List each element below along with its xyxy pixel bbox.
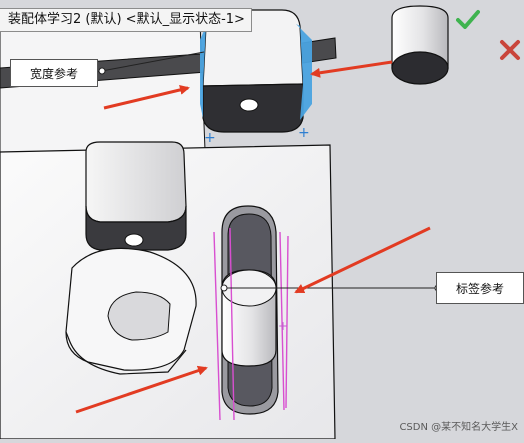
width-reference-callout[interactable]: 宽度参考 xyxy=(10,59,98,87)
svg-text:+: + xyxy=(278,319,288,333)
svg-text:+: + xyxy=(298,125,310,141)
slot-feature[interactable]: + xyxy=(213,205,289,421)
annotation-arrows xyxy=(75,60,431,414)
confirm-button[interactable] xyxy=(454,6,482,32)
left-block-component[interactable] xyxy=(85,141,187,251)
width-reference-label: 宽度参考 xyxy=(29,66,78,81)
cancel-button[interactable] xyxy=(496,36,524,64)
svg-text:+: + xyxy=(204,130,216,146)
watermark-text: CSDN @某不知名大学生X xyxy=(399,422,518,433)
selected-box-component[interactable]: + + xyxy=(200,9,312,146)
top-right-cylinder[interactable] xyxy=(391,5,449,85)
obround-boss[interactable] xyxy=(65,247,197,375)
check-icon xyxy=(456,10,480,29)
tag-reference-label: 标签参考 xyxy=(455,281,504,296)
document-title: 装配体学习2 (默认) <默认_显示状态-1> xyxy=(8,12,245,27)
close-icon xyxy=(500,40,520,60)
document-title-tab[interactable]: 装配体学习2 (默认) <默认_显示状态-1> xyxy=(0,8,252,32)
selection-outline xyxy=(213,227,289,421)
tag-reference-callout[interactable]: 标签参考 xyxy=(436,272,524,304)
